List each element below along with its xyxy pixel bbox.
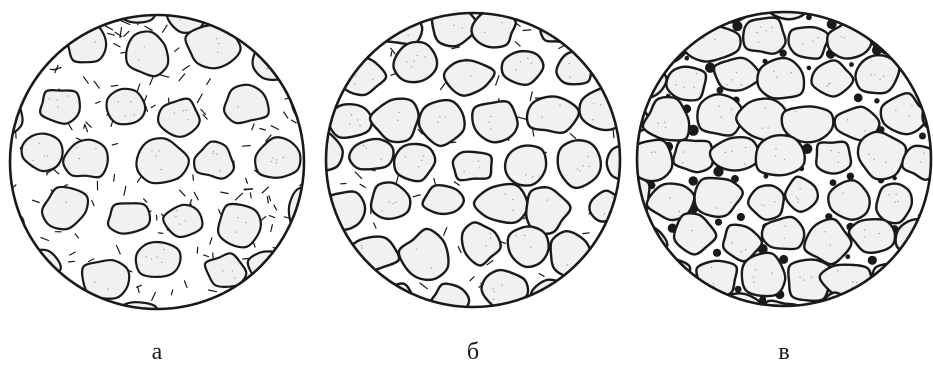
grain (742, 253, 785, 296)
grain (810, 0, 850, 15)
grain (881, 93, 928, 134)
grain (2, 48, 39, 78)
grain (419, 100, 465, 146)
grain (785, 177, 818, 212)
grain (126, 31, 168, 76)
grain (666, 67, 706, 101)
grain (349, 139, 393, 169)
grain (757, 58, 804, 98)
grain (218, 204, 261, 247)
grain (873, 263, 916, 291)
panel-c-dense-grains-dark-junctions (601, 0, 933, 351)
grain (462, 222, 501, 265)
grain (444, 60, 495, 95)
grain (22, 134, 63, 171)
grain (828, 180, 869, 219)
grain (453, 152, 492, 181)
grain (136, 242, 181, 277)
grain (108, 203, 150, 233)
grain (179, 305, 220, 343)
grain (756, 135, 805, 175)
grain (695, 178, 743, 217)
grain (527, 96, 579, 132)
grain (194, 141, 234, 178)
grain (371, 182, 410, 218)
grains (300, 5, 646, 320)
grain (816, 142, 851, 174)
grain (714, 58, 761, 91)
grain (762, 217, 804, 249)
grain (558, 140, 601, 188)
grain (768, 0, 811, 19)
grain (322, 191, 365, 229)
grain (185, 25, 240, 68)
grain (0, 203, 24, 250)
grain (370, 99, 419, 142)
grain (0, 96, 23, 139)
grain (255, 137, 300, 177)
grain (107, 89, 146, 124)
grain (849, 219, 895, 253)
grain (347, 237, 399, 271)
grain (163, 205, 202, 237)
grain (399, 229, 449, 280)
grain (674, 213, 716, 254)
grain (743, 18, 785, 54)
grain (858, 132, 906, 180)
grain (430, 284, 469, 315)
grain (158, 99, 200, 137)
grain (474, 184, 527, 223)
grain (394, 144, 435, 181)
grain (673, 140, 713, 172)
grain (502, 51, 544, 85)
grain (136, 138, 188, 183)
panel-c-label: в (764, 340, 804, 364)
panel-a-label: а (137, 340, 177, 364)
grain (40, 90, 80, 124)
panel-b-dense-grains (300, 5, 646, 320)
grain (42, 187, 88, 229)
grain (393, 42, 437, 82)
grain (710, 137, 759, 170)
grain (63, 140, 108, 178)
panel-a-sparse-grains (0, 0, 329, 343)
grain (643, 97, 689, 141)
grain (423, 185, 464, 214)
grain (902, 146, 933, 180)
grain (812, 60, 854, 96)
grain (620, 222, 668, 260)
grain (641, 253, 690, 297)
grain (505, 146, 546, 186)
grain (472, 101, 517, 142)
grain (909, 61, 933, 98)
grain (804, 219, 851, 264)
grain (788, 27, 828, 59)
grain (876, 184, 912, 224)
grain (748, 185, 784, 219)
grain (224, 85, 269, 123)
grain (373, 283, 413, 320)
grain (508, 226, 549, 266)
panel-b-label: б (453, 340, 493, 364)
